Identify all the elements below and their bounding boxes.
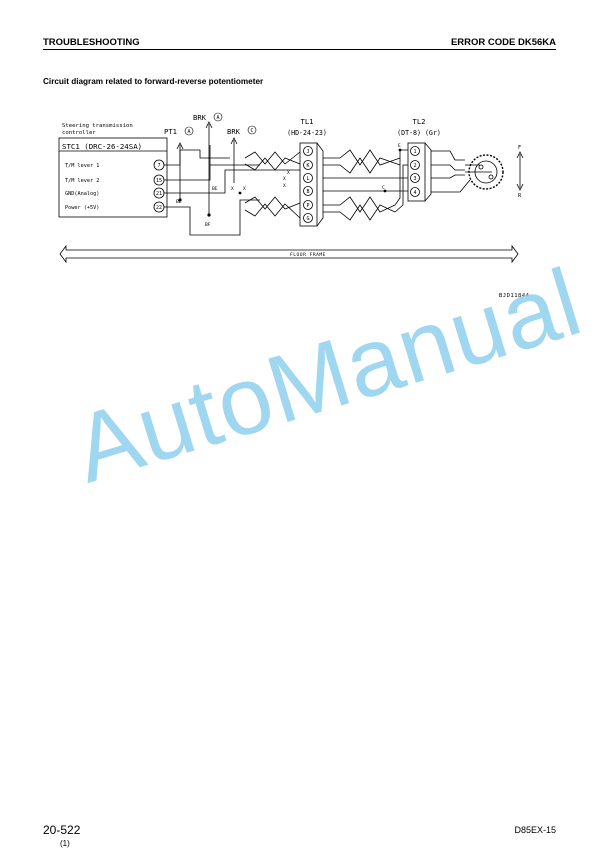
tl1-type: (HD-24-23): [287, 129, 327, 137]
stc1-label: STC1 (DRC-26-24SA): [62, 142, 142, 151]
wire-label-c: C: [382, 185, 385, 191]
floor-frame-arrow: [59, 244, 519, 264]
wire-label-e: E: [398, 143, 401, 149]
model-number: D85EX-15: [514, 825, 556, 835]
brk-a-label: BRK: [193, 113, 207, 122]
direction-f: F: [518, 145, 521, 151]
tl1-pin-b: B: [306, 189, 309, 195]
wire-label-x-2: X: [243, 186, 246, 192]
tl2-name: TL2: [413, 117, 426, 126]
tl1-pin-j: J: [306, 149, 309, 155]
tl2-pin-1: 1: [413, 149, 416, 155]
pt1-mark: A: [187, 129, 190, 135]
revision-number: (1): [60, 839, 70, 848]
floor-frame-label: FLOOR FRAME: [290, 252, 326, 258]
pin-number-21: 21: [156, 191, 162, 197]
tl1-pin-g: G: [306, 216, 309, 222]
pin-number-22: 22: [156, 205, 162, 211]
tl1-connector: [299, 142, 318, 227]
wire-label-bf: BF: [205, 222, 211, 228]
controller-box: [58, 137, 168, 218]
controller-label-2: controller: [62, 130, 96, 136]
wire-label-x-5: X: [283, 183, 286, 189]
brk-c-label: BRK: [227, 127, 241, 136]
wire-label-be-2: BE: [212, 186, 218, 192]
pin-number-7: 7: [157, 163, 160, 169]
header-section-title: TROUBLESHOOTING: [43, 37, 140, 48]
tl2-connector: [407, 142, 426, 202]
controller-label-1: Steering transmission: [62, 123, 133, 129]
direction-r: R: [518, 193, 522, 199]
pt1-label: PT1: [164, 127, 177, 136]
brk-c-mark: C: [250, 128, 253, 134]
wire-label-x-1: X: [231, 186, 234, 192]
pin-label-tm-lever-2: T/M lever 2: [65, 178, 99, 184]
tl2-pin-2: 2: [413, 163, 416, 169]
tl2-type: (DT-8) (Gr): [397, 129, 441, 137]
tl1-name: TL1: [301, 117, 314, 126]
brk-a-mark: A: [216, 115, 219, 121]
pin-label-gnd: GND(Analog): [65, 191, 99, 197]
wire-label-be-1: BE: [176, 199, 182, 205]
tl2-pin-4: 4: [413, 190, 416, 196]
tl1-pin-l: L: [306, 176, 309, 182]
tl1-pin-k: K: [306, 163, 309, 169]
figure-id: BJD11844: [499, 293, 530, 299]
tl1-pin-p: P: [306, 203, 309, 209]
circuit-diagram: Steering transmission controller STC1 (D…: [58, 112, 524, 264]
wire-label-x-4: X: [283, 176, 286, 182]
tl2-pin-3: 3: [413, 176, 416, 182]
page-number: 20-522: [43, 823, 81, 837]
pin-label-tm-lever-1: T/M lever 1: [65, 163, 99, 169]
header-error-code: ERROR CODE DK56KA: [450, 37, 556, 48]
wire-label-x-3: X: [287, 170, 290, 176]
page-title: Circuit diagram related to forward-rever…: [43, 77, 264, 86]
pin-number-15: 15: [156, 178, 162, 184]
pin-label-power: Power (+5V): [65, 205, 99, 211]
header-rule: [43, 49, 556, 50]
